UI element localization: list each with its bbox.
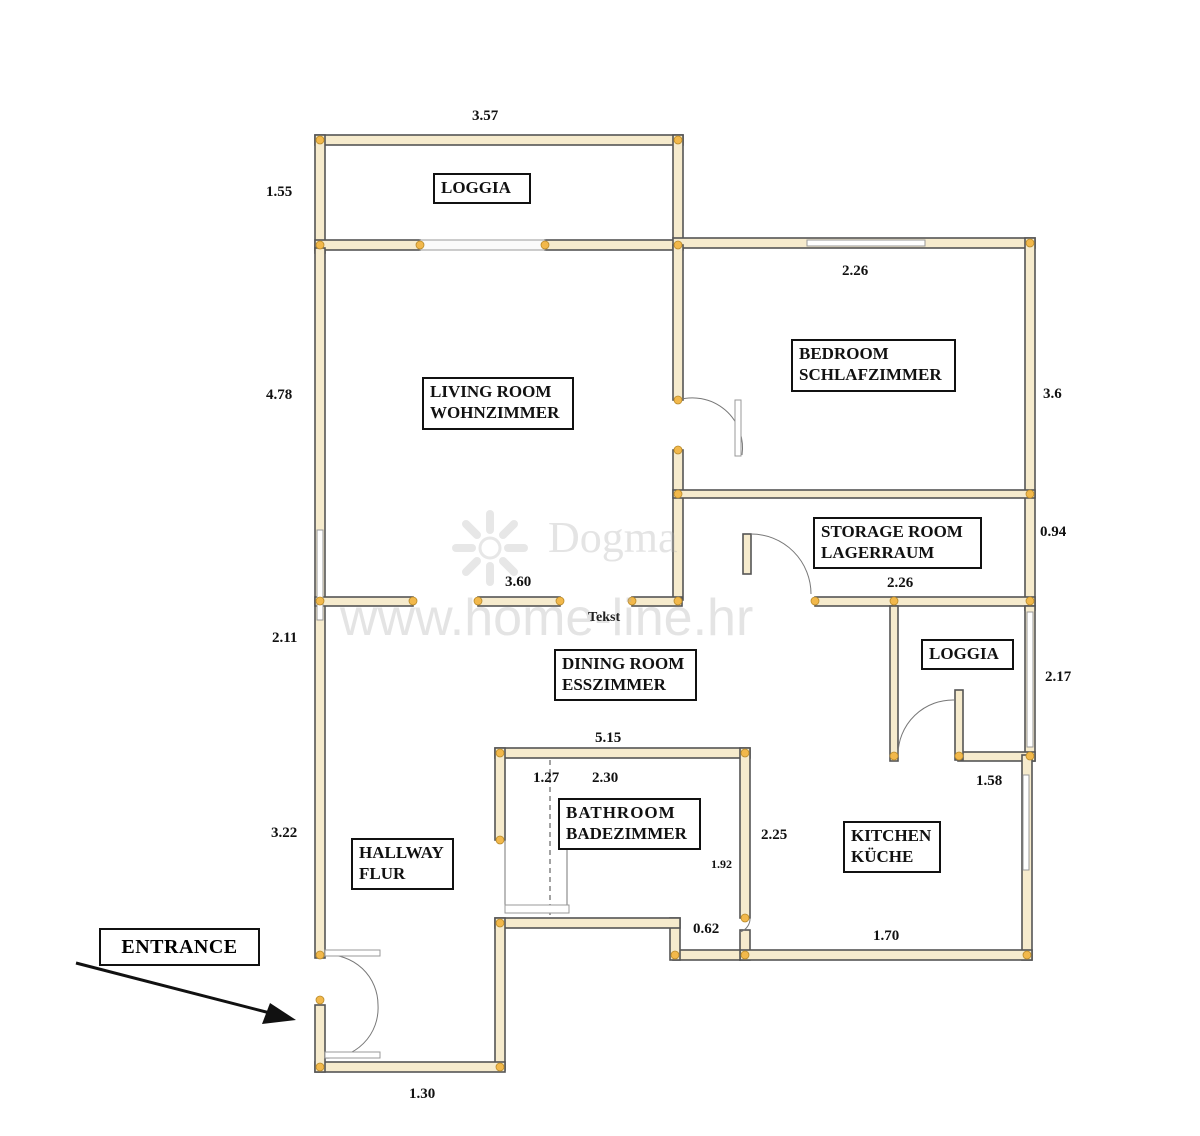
room-name-de: BADEZIMMER — [566, 824, 687, 843]
dim-storage-width: 2.26 — [887, 575, 914, 591]
room-label-living-room: LIVING ROOM WOHNZIMMER — [422, 377, 574, 430]
room-name-en: STORAGE ROOM — [821, 522, 963, 541]
room-name-en: LIVING ROOM — [430, 382, 552, 401]
placeholder-text: Tekst — [588, 610, 621, 625]
room-name-de: FLUR — [359, 864, 406, 883]
dim-bath-small: 1.27 — [533, 770, 560, 786]
room-label-loggia-top: LOGGIA — [433, 173, 531, 204]
dim-top-width: 3.57 — [472, 108, 499, 124]
room-label-bedroom: BEDROOM SCHLAFZIMMER — [791, 339, 956, 392]
room-name-en: HALLWAY — [359, 843, 444, 862]
dim-living-height: 4.78 — [266, 387, 293, 403]
dim-niche: 0.62 — [693, 921, 720, 937]
entrance-label: ENTRANCE — [99, 928, 260, 966]
watermark-brand: Dogma — [548, 513, 678, 562]
room-name-de: ESSZIMMER — [562, 675, 666, 694]
dim-bath-width: 2.30 — [592, 770, 619, 786]
room-name-de: WOHNZIMMER — [430, 403, 560, 422]
room-label-loggia-right: LOGGIA — [921, 639, 1014, 670]
dim-bedroom-height: 3.6 — [1043, 386, 1062, 402]
dim-dining-height: 2.11 — [272, 630, 298, 646]
watermark-logo-icon — [452, 510, 528, 586]
room-name-de: SCHLAFZIMMER — [799, 365, 942, 384]
room-label-bathroom: BATHROOM BADEZIMMER — [558, 798, 701, 850]
room-name-en: KITCHEN — [851, 826, 932, 845]
room-name: LOGGIA — [929, 644, 999, 663]
dim-kitchen-width: 1.70 — [873, 928, 900, 944]
room-name-en: BATHROOM — [566, 803, 676, 822]
room-label-kitchen: KITCHEN KÜCHE — [843, 821, 941, 873]
room-label-hallway: HALLWAY FLUR — [351, 838, 454, 890]
dim-loggia-depth: 1.55 — [266, 184, 293, 200]
dim-loggia-right-height: 2.17 — [1045, 669, 1072, 685]
room-name: LOGGIA — [441, 178, 511, 197]
dim-loggia-right-width: 1.58 — [976, 773, 1003, 789]
room-label-dining-room: DINING ROOM ESSZIMMER — [554, 649, 697, 701]
room-name-de: LAGERRAUM — [821, 543, 935, 562]
dim-bath-door: 1.92 — [711, 857, 732, 871]
room-name-de: KÜCHE — [851, 847, 914, 866]
doors — [324, 397, 956, 1059]
dim-storage-height: 0.94 — [1040, 524, 1067, 540]
room-label-storage-room: STORAGE ROOM LAGERRAUM — [813, 517, 982, 569]
room-name-en: DINING ROOM — [562, 654, 685, 673]
dim-entrance-width: 1.30 — [409, 1086, 436, 1102]
entrance-arrow-icon — [75, 961, 296, 1024]
dim-dining-width: 5.15 — [595, 730, 622, 746]
dim-living-width: 3.60 — [505, 574, 532, 590]
dim-bedroom-width: 2.26 — [842, 263, 869, 279]
dim-hallway-height: 3.22 — [271, 825, 298, 841]
room-name-en: BEDROOM — [799, 344, 889, 363]
wall-nodes — [315, 135, 1035, 1072]
dim-bath-height: 2.25 — [761, 827, 788, 843]
watermark-url: www.home-line.hr — [340, 589, 754, 647]
